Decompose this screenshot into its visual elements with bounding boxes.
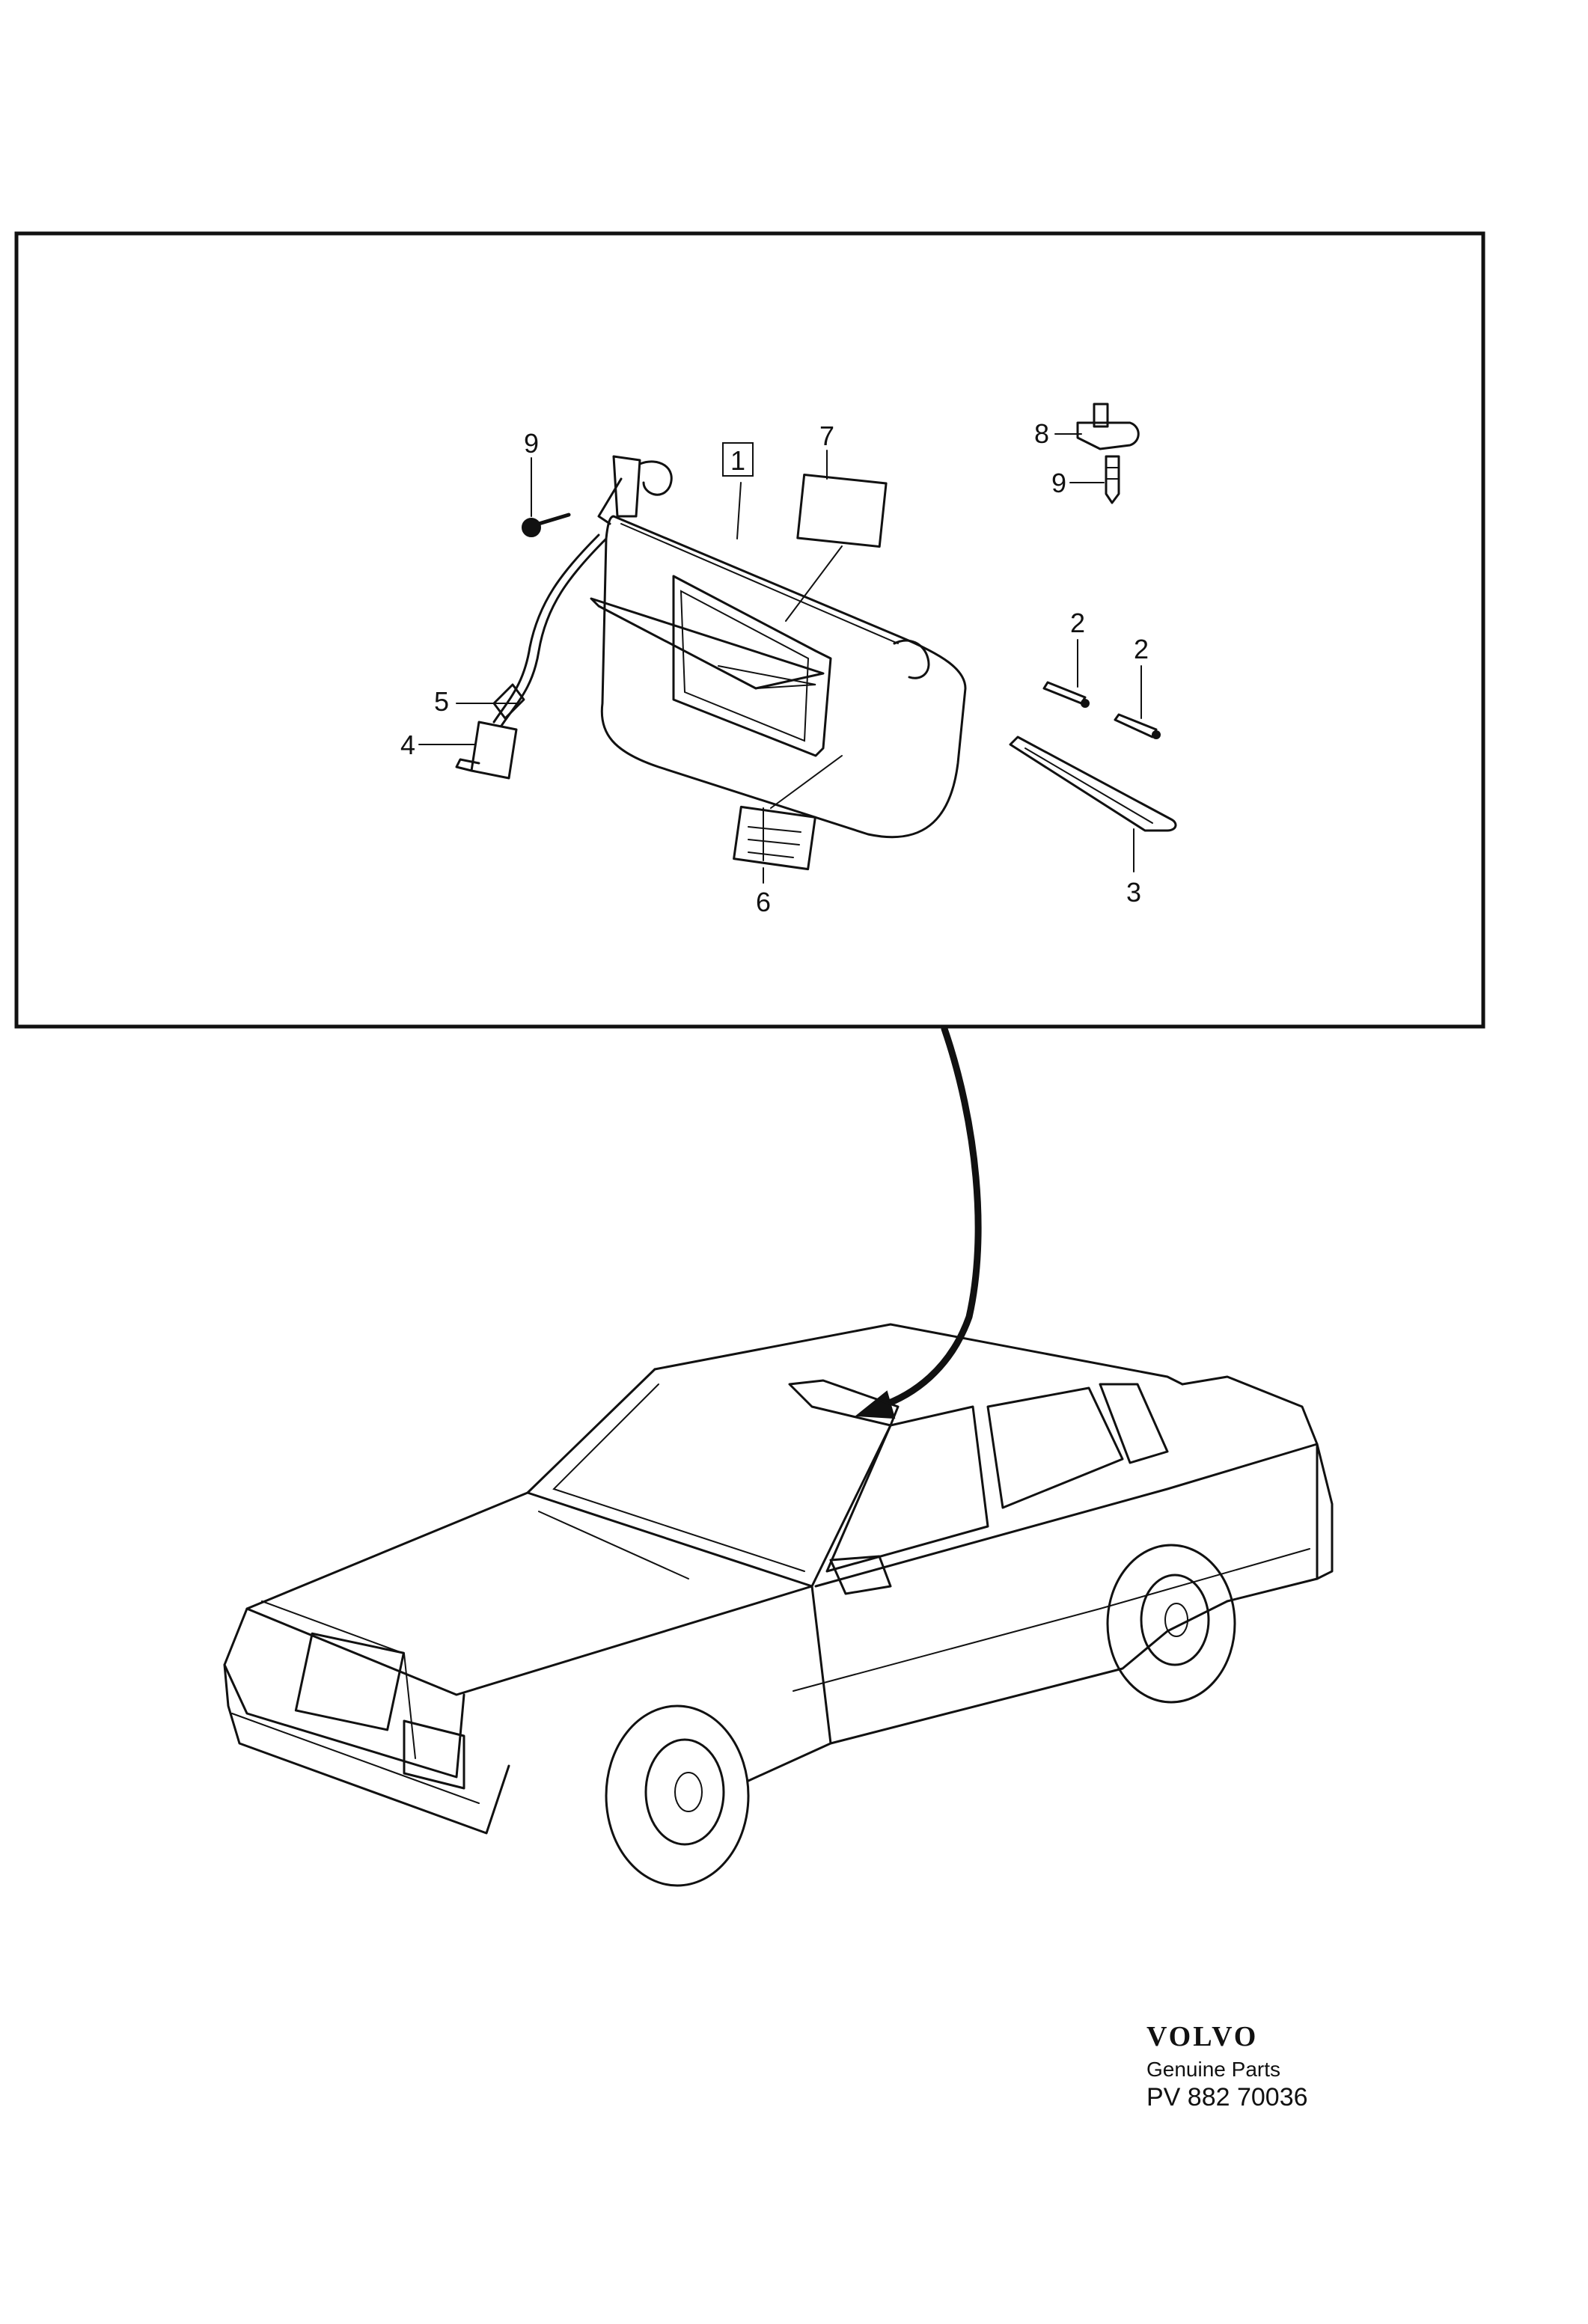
- lens-3: [1009, 736, 1177, 872]
- pointer-arrow: [855, 1025, 982, 1419]
- screw-9-right: [1069, 455, 1120, 504]
- callout-4: 4: [400, 730, 415, 760]
- visor-hinge: [597, 455, 673, 525]
- callout-9b: 9: [1051, 468, 1066, 498]
- callout-7: 7: [819, 421, 834, 451]
- bulb-2-right: [1114, 665, 1161, 739]
- detail-frame: [14, 231, 1485, 1029]
- genuine-parts-caption: Genuine Parts: [1146, 2058, 1280, 2081]
- callout-8: 8: [1034, 418, 1049, 449]
- callout-2b: 2: [1134, 634, 1149, 664]
- connector-4: [418, 721, 518, 780]
- volvo-branding: VOLVO Genuine Parts PV 882 70036: [1146, 2020, 1341, 2112]
- sun-visor: [590, 482, 967, 861]
- label-6: [733, 805, 816, 884]
- bracket-8: [1054, 403, 1140, 450]
- callout-1: 1: [730, 445, 745, 476]
- screw-9-left: [522, 457, 571, 537]
- part-number: PV 882 70036: [1146, 2083, 1308, 2112]
- callout-9a: 9: [524, 428, 539, 459]
- bulb-2-left: [1042, 639, 1090, 708]
- callout-3: 3: [1126, 877, 1141, 908]
- label-7: [796, 450, 888, 548]
- callout-5: 5: [434, 686, 449, 717]
- car-illustration: [223, 1323, 1334, 1887]
- brand-logo: VOLVO: [1146, 2021, 1259, 2052]
- wiring-harness: [456, 533, 608, 727]
- callout-6: 6: [756, 887, 771, 917]
- callout-2a: 2: [1070, 608, 1085, 638]
